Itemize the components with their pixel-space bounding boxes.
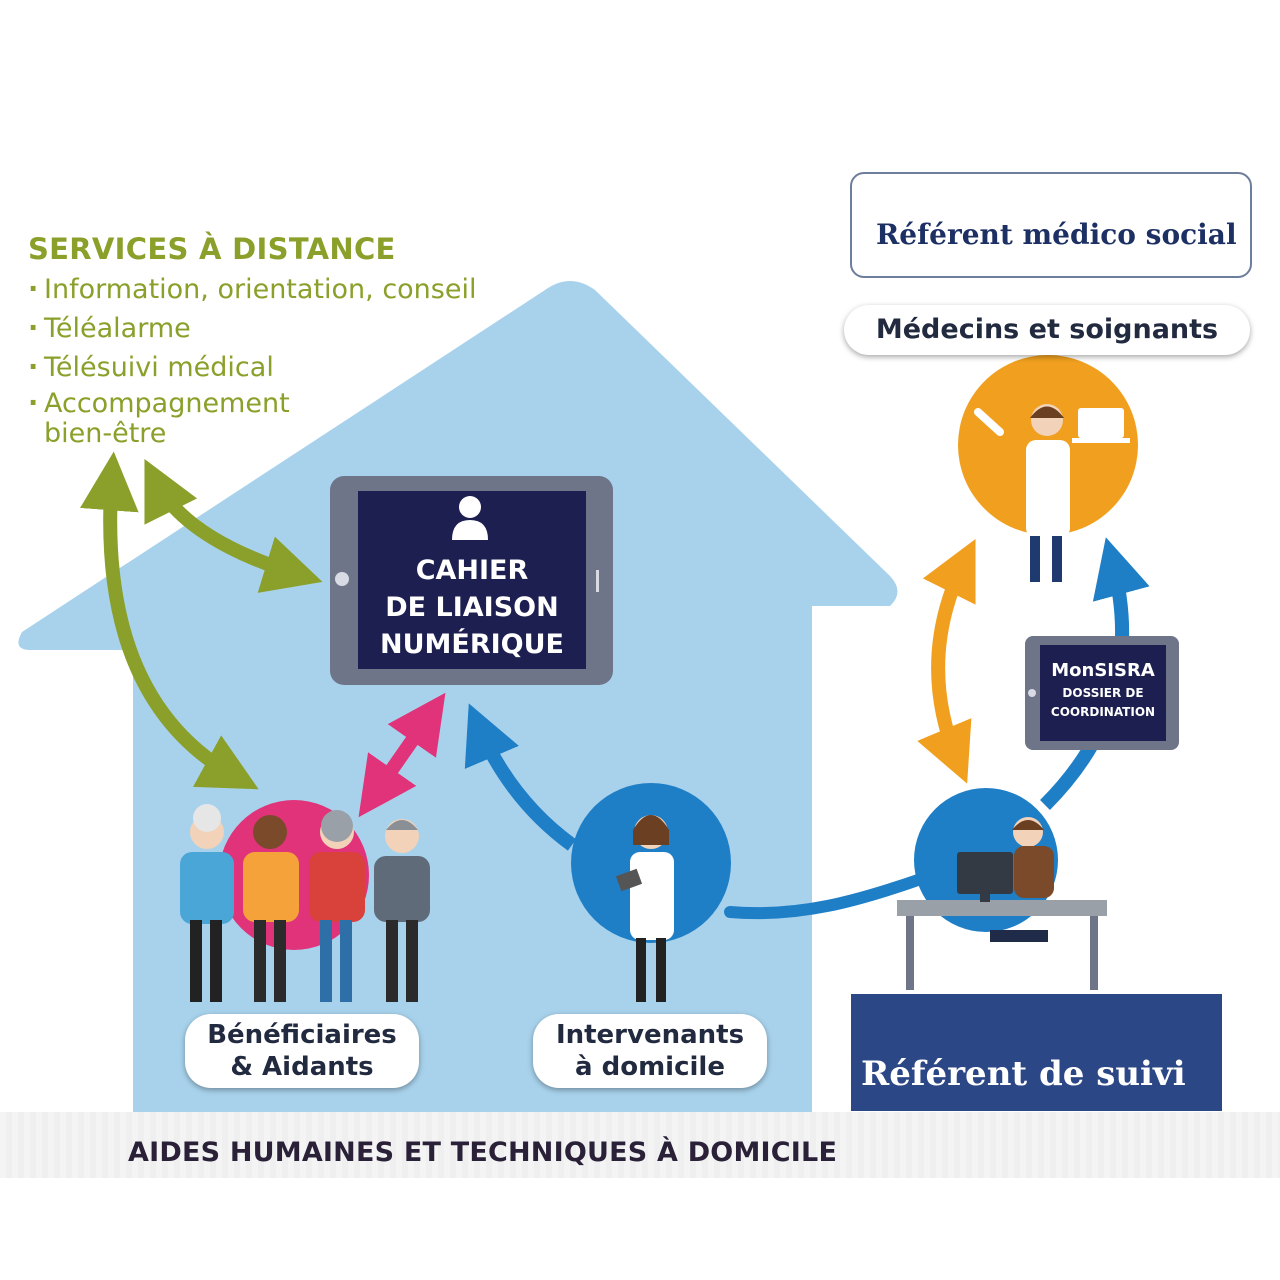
monsisra-subtitle: DOSSIER DE bbox=[1062, 686, 1144, 700]
beneficiaires-line: & Aidants bbox=[230, 1052, 374, 1082]
referent-medico-box: Référent médico social bbox=[850, 172, 1252, 278]
connector-line bbox=[724, 874, 924, 920]
beneficiaires-line: Bénéficiaires bbox=[207, 1020, 397, 1050]
tablet-line: CAHIER bbox=[415, 555, 529, 586]
referent-suivi-label: Référent de suivi bbox=[861, 1054, 1186, 1094]
monsisra-title: MonSISRA bbox=[1051, 660, 1155, 681]
services-title: SERVICES À DISTANCE bbox=[28, 232, 396, 266]
tablet-monsisra bbox=[1025, 636, 1179, 750]
arrow-referent-medecins bbox=[917, 538, 976, 784]
footer-title: AIDES HUMAINES ET TECHNIQUES À DOMICILE bbox=[128, 1137, 838, 1168]
tablet-line: NUMÉRIQUE bbox=[380, 629, 564, 660]
intervenants-line: à domicile bbox=[575, 1052, 725, 1082]
doctor-person bbox=[974, 404, 1130, 582]
services-item: Accompagnement bien-être bbox=[28, 389, 314, 449]
arrow-services-beneficiaires bbox=[80, 451, 259, 790]
monsisra-subtitle: COORDINATION bbox=[1050, 705, 1156, 719]
intervenants-label: Intervenants à domicile bbox=[533, 1014, 767, 1088]
intervenant-person bbox=[615, 815, 674, 1002]
services-item: Téléalarme bbox=[28, 309, 514, 348]
services-list: Information, orientation, conseil Téléal… bbox=[28, 270, 514, 449]
referent-suivi-box: Référent de suivi bbox=[851, 994, 1222, 1111]
services-item: Information, orientation, conseil bbox=[28, 270, 514, 309]
beneficiaires-label: Bénéficiaires & Aidants bbox=[185, 1014, 419, 1088]
intervenants-line: Intervenants bbox=[555, 1020, 745, 1050]
medecins-label: Médecins et soignants bbox=[844, 305, 1250, 355]
monsisra-label: MonSISRA DOSSIER DE COORDINATION bbox=[1040, 658, 1166, 722]
tablet-cahier bbox=[330, 476, 613, 685]
arrow-intervenants-tablet bbox=[464, 703, 577, 851]
tablet-line: DE LIAISON bbox=[385, 592, 559, 623]
services-item: Télésuivi médical bbox=[28, 348, 514, 387]
footer-band bbox=[0, 1112, 1280, 1178]
beneficiaires-people bbox=[180, 804, 430, 1002]
referent-desk bbox=[897, 817, 1107, 990]
arrow-beneficiaires-tablet bbox=[358, 692, 446, 818]
referent-medico-label: Référent médico social bbox=[876, 218, 1237, 251]
tablet-label: CAHIER DE LIAISON NUMÉRIQUE bbox=[358, 552, 586, 663]
